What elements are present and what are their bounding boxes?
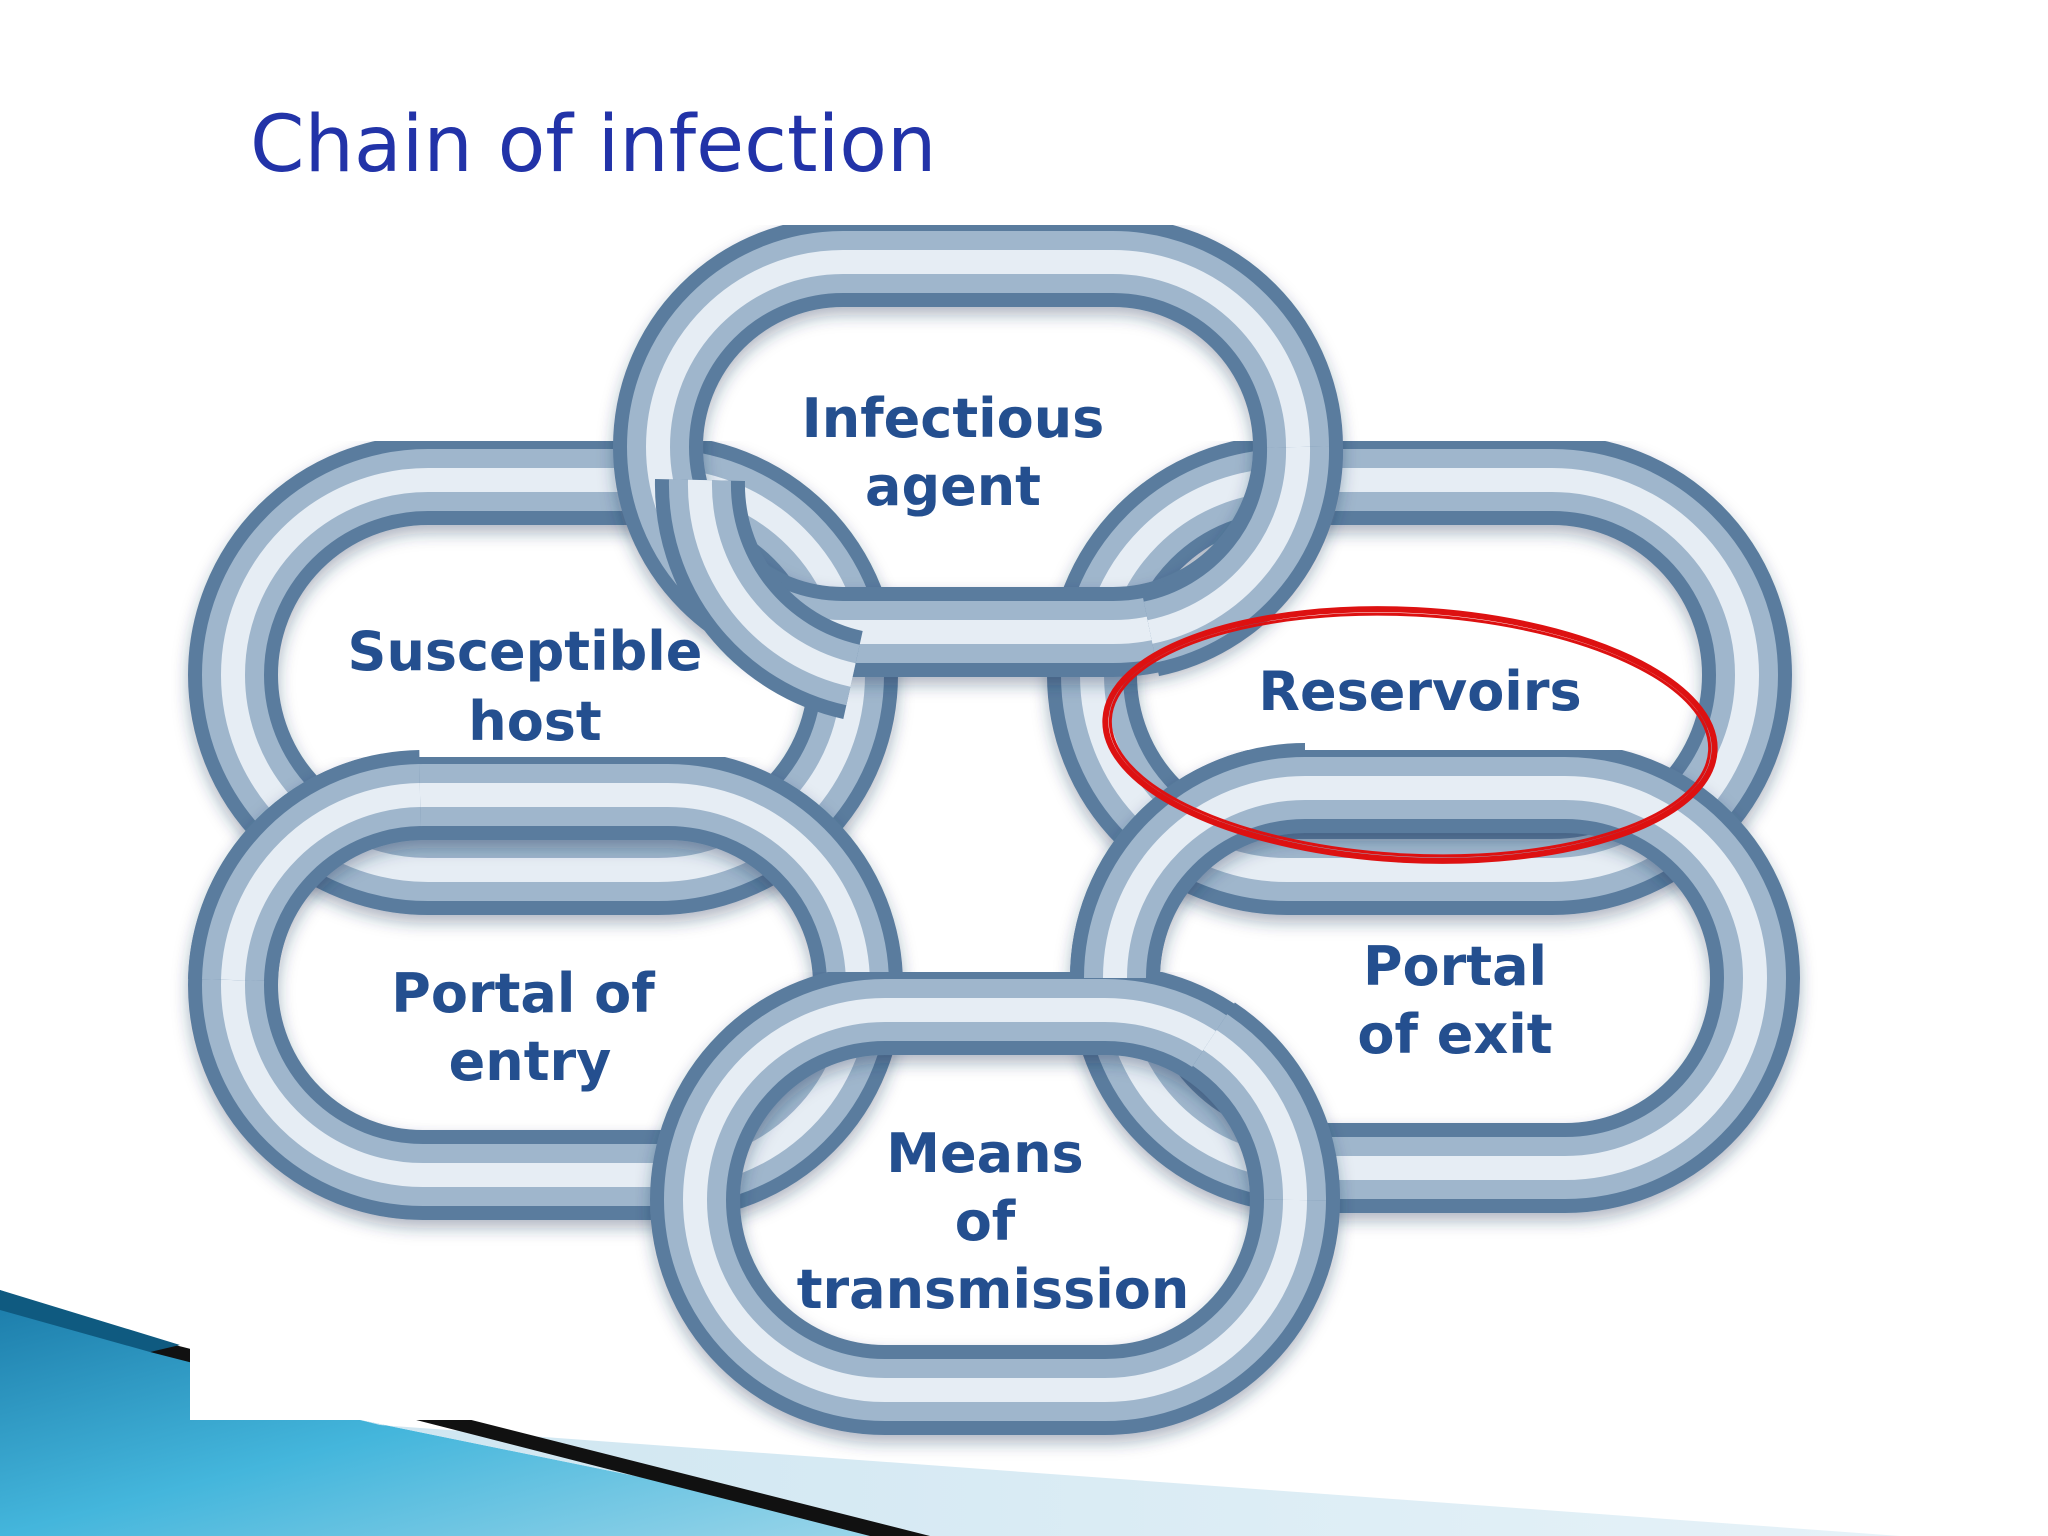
label-reservoirs: Reservoirs <box>1258 660 1581 723</box>
label-portal-of-entry-line1: Portal of <box>391 962 655 1025</box>
label-means-of-transmission-line2: of <box>955 1190 1016 1253</box>
label-portal-of-exit-line2: of exit <box>1357 1003 1552 1066</box>
label-susceptible-host-line2: host <box>468 690 602 753</box>
label-means-of-transmission-line3: transmission <box>797 1258 1190 1321</box>
label-infectious-agent-line2: agent <box>865 455 1041 518</box>
label-susceptible-host-line1: Susceptible <box>348 620 703 683</box>
label-infectious-agent-line1: Infectious <box>802 387 1105 450</box>
teal-corner-wedge <box>0 1290 930 1536</box>
interlock-overlaps <box>188 446 1344 1201</box>
label-means-of-transmission-line1: Means <box>886 1122 1083 1185</box>
label-portal-of-entry-line2: entry <box>449 1030 612 1093</box>
reservoirs-highlight-ellipse <box>1102 606 1718 864</box>
dark-corner-edge <box>0 1290 180 1352</box>
label-portal-of-exit-line1: Portal <box>1363 935 1547 998</box>
slide-title: Chain of infection <box>250 100 937 190</box>
